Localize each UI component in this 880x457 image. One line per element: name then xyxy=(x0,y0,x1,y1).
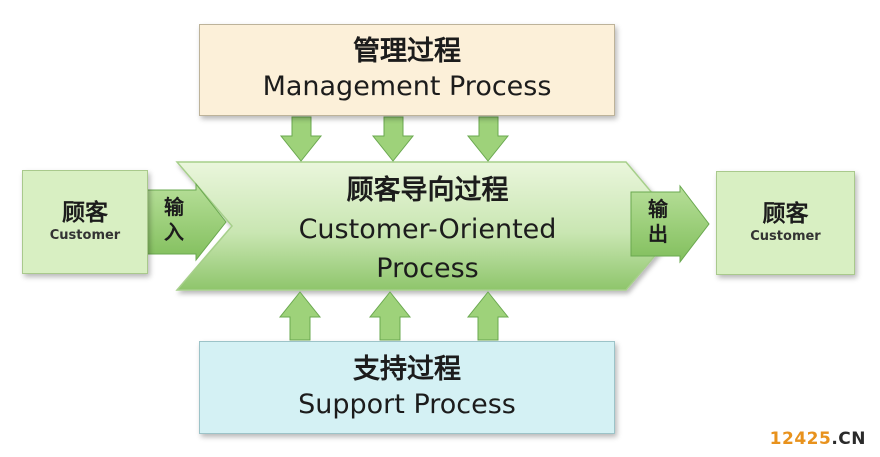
management-process-box: 管理过程 Management Process xyxy=(199,24,615,116)
management-down-arrow-3 xyxy=(466,116,510,162)
watermark-suffix: .CN xyxy=(831,429,866,449)
support-process-zh: 支持过程 xyxy=(353,353,461,385)
management-down-arrow-1 xyxy=(279,116,323,162)
customer-oriented-process-arrow xyxy=(175,161,681,291)
customer-box-left: 顾客 Customer xyxy=(22,170,148,274)
customer-right-zh: 顾客 xyxy=(762,201,809,227)
output-char-2: 出 xyxy=(648,222,668,246)
support-up-arrow-1 xyxy=(278,291,322,341)
customer-oriented-process-label: 顾客导向过程 Customer-Oriented Process xyxy=(235,170,620,290)
output-arrow xyxy=(630,184,710,264)
management-process-zh: 管理过程 xyxy=(353,36,461,67)
input-arrow-label: 输 入 xyxy=(160,195,188,245)
management-process-en: Management Process xyxy=(262,71,552,102)
output-arrow-label: 输 出 xyxy=(644,197,672,247)
support-process-box: 支持过程 Support Process xyxy=(199,341,615,434)
customer-left-en: Customer xyxy=(49,228,121,243)
customer-oriented-process-en-line2: Process xyxy=(376,253,479,284)
customer-left-zh: 顾客 xyxy=(62,200,108,226)
input-arrow xyxy=(145,182,227,262)
input-char-2: 入 xyxy=(164,220,184,244)
management-down-arrow-2 xyxy=(371,116,415,162)
support-up-arrow-2 xyxy=(368,291,412,341)
input-char-1: 输 xyxy=(164,195,184,219)
customer-oriented-process-zh: 顾客导向过程 xyxy=(346,175,509,206)
support-process-en: Support Process xyxy=(298,388,516,420)
support-up-arrow-3 xyxy=(466,291,510,341)
watermark-number: 12425 xyxy=(769,429,832,449)
customer-right-en: Customer xyxy=(750,229,821,244)
customer-box-right: 顾客 Customer xyxy=(716,171,855,275)
output-char-1: 输 xyxy=(648,197,668,221)
site-watermark: 12425.CN xyxy=(770,429,866,449)
customer-oriented-process-en-line1: Customer-Oriented xyxy=(298,214,557,245)
